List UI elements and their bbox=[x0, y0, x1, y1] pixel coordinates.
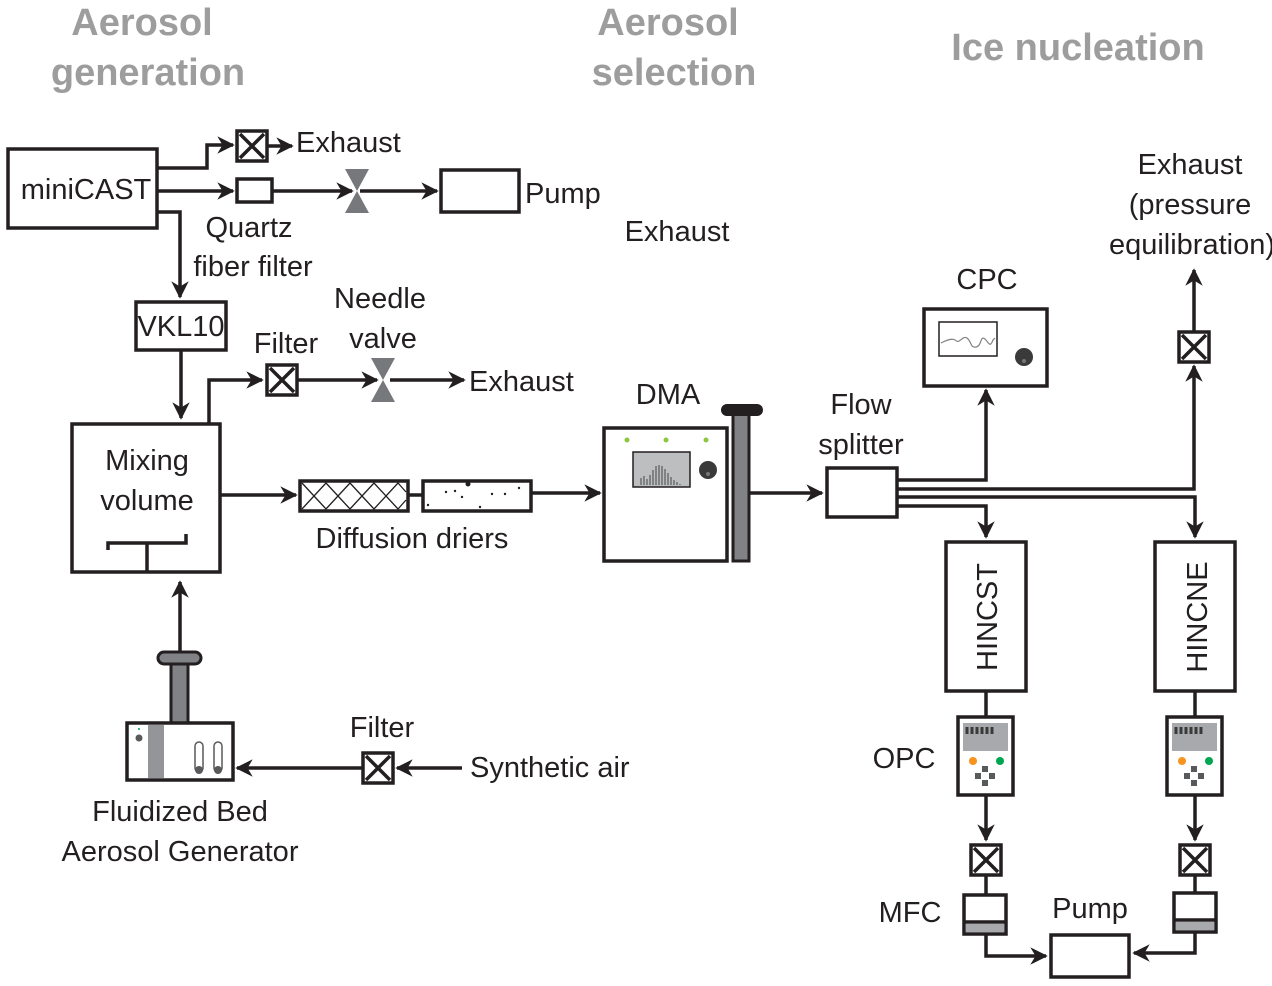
svg-text:Flow: Flow bbox=[830, 389, 892, 421]
flow-splitter-box bbox=[825, 466, 899, 519]
svg-text:Aerosol: Aerosol bbox=[597, 2, 738, 44]
pipe-mixing-filter bbox=[207, 371, 264, 424]
svg-text:Aerosol: Aerosol bbox=[71, 2, 212, 44]
svg-text:selection: selection bbox=[592, 52, 757, 94]
exhaust-top-label: Exhaust bbox=[296, 127, 401, 159]
exhaust-mid-label: Exhaust bbox=[625, 216, 730, 248]
header-aerosol-selection: Aerosol selection bbox=[592, 2, 757, 94]
pump-top-label: Pump bbox=[525, 178, 601, 210]
svg-text:equilibration): equilibration) bbox=[1109, 229, 1272, 261]
filter-icon bbox=[235, 129, 269, 163]
filter-icon bbox=[361, 751, 395, 785]
svg-text:volume: volume bbox=[100, 485, 194, 517]
needle-valve-icon bbox=[345, 169, 369, 213]
hincst-label: HINCST bbox=[972, 563, 1004, 671]
svg-text:valve: valve bbox=[349, 323, 417, 355]
quartz-filter-box bbox=[235, 177, 274, 204]
pipe-minicast-exhaust bbox=[157, 136, 235, 170]
svg-text:generation: generation bbox=[51, 52, 245, 94]
filter-icon bbox=[1177, 330, 1211, 364]
dma-label: DMA bbox=[636, 379, 701, 411]
minicast-box bbox=[6, 147, 159, 230]
mfc-icon bbox=[1172, 891, 1218, 934]
hincne-label: HINCNE bbox=[1182, 561, 1214, 672]
pump-bottom-label: Pump bbox=[1052, 893, 1128, 925]
exhaust-needle-label: Exhaust bbox=[469, 366, 574, 398]
diffusion-drier-beads-icon bbox=[421, 479, 533, 513]
pipe-minicast-vkl10 bbox=[157, 210, 189, 299]
needle-valve-label: Needle valve bbox=[334, 283, 426, 355]
opc-label: OPC bbox=[873, 743, 936, 775]
mixing-volume-label: Mixing volume bbox=[100, 445, 194, 517]
filter-mid-label: Filter bbox=[254, 328, 319, 360]
mixing-baffle bbox=[106, 534, 188, 572]
fluidized-bed-generator-icon bbox=[125, 650, 235, 782]
cpc-label: CPC bbox=[956, 264, 1017, 296]
pipe-splitter-hincne bbox=[897, 495, 1204, 539]
synthetic-air-label: Synthetic air bbox=[470, 752, 630, 784]
svg-text:fiber filter: fiber filter bbox=[193, 251, 313, 283]
header-aerosol-generation: Aerosol generation bbox=[51, 2, 245, 94]
pipe-mfc-pump-right bbox=[1132, 932, 1197, 962]
flow-splitter-label: Flow splitter bbox=[818, 389, 904, 461]
minicast-label: miniCAST bbox=[21, 174, 152, 206]
quartz-label: Quartz fiber filter bbox=[193, 212, 313, 283]
opc-instrument-icon bbox=[956, 715, 1015, 797]
pipe-mfc-pump-left bbox=[984, 934, 1048, 965]
svg-text:(pressure: (pressure bbox=[1129, 189, 1252, 221]
vkl10-box bbox=[134, 300, 228, 352]
cpc-instrument-icon bbox=[922, 307, 1049, 388]
svg-text:Fluidized Bed: Fluidized Bed bbox=[92, 796, 268, 828]
fbag-label: Fluidized Bed Aerosol Generator bbox=[62, 796, 299, 868]
filter-icon bbox=[1178, 843, 1212, 877]
mfc-icon bbox=[962, 893, 1008, 936]
needle-valve-icon bbox=[371, 358, 395, 402]
filter-icon bbox=[265, 363, 299, 397]
pipe-splitter-cpc bbox=[897, 388, 995, 482]
mfc-label: MFC bbox=[879, 897, 942, 929]
opc-instrument-icon bbox=[1165, 715, 1224, 797]
svg-text:Exhaust: Exhaust bbox=[1138, 149, 1243, 181]
exhaust-pressure-label: Exhaust (pressure equilibration) bbox=[1109, 149, 1272, 261]
dma-instrument-icon bbox=[602, 404, 763, 563]
pump-bottom-box bbox=[1049, 933, 1131, 979]
svg-text:Needle: Needle bbox=[334, 283, 426, 315]
vkl10-label: VKL10 bbox=[137, 311, 224, 343]
svg-text:Quartz: Quartz bbox=[205, 212, 292, 244]
filter-icon bbox=[969, 843, 1003, 877]
filter-bottom-label: Filter bbox=[350, 712, 415, 744]
svg-text:splitter: splitter bbox=[818, 429, 904, 461]
pipe-splitter-exhaust bbox=[897, 364, 1203, 491]
svg-text:Aerosol Generator: Aerosol Generator bbox=[62, 836, 299, 868]
pipe-splitter-hincst bbox=[897, 504, 995, 539]
diffusion-drier-mesh-icon bbox=[298, 479, 410, 513]
svg-text:Mixing: Mixing bbox=[105, 445, 189, 477]
pump-top-box bbox=[439, 168, 521, 214]
header-ice-nucleation: Ice nucleation bbox=[951, 27, 1204, 69]
diffusion-driers-label: Diffusion driers bbox=[316, 523, 509, 555]
